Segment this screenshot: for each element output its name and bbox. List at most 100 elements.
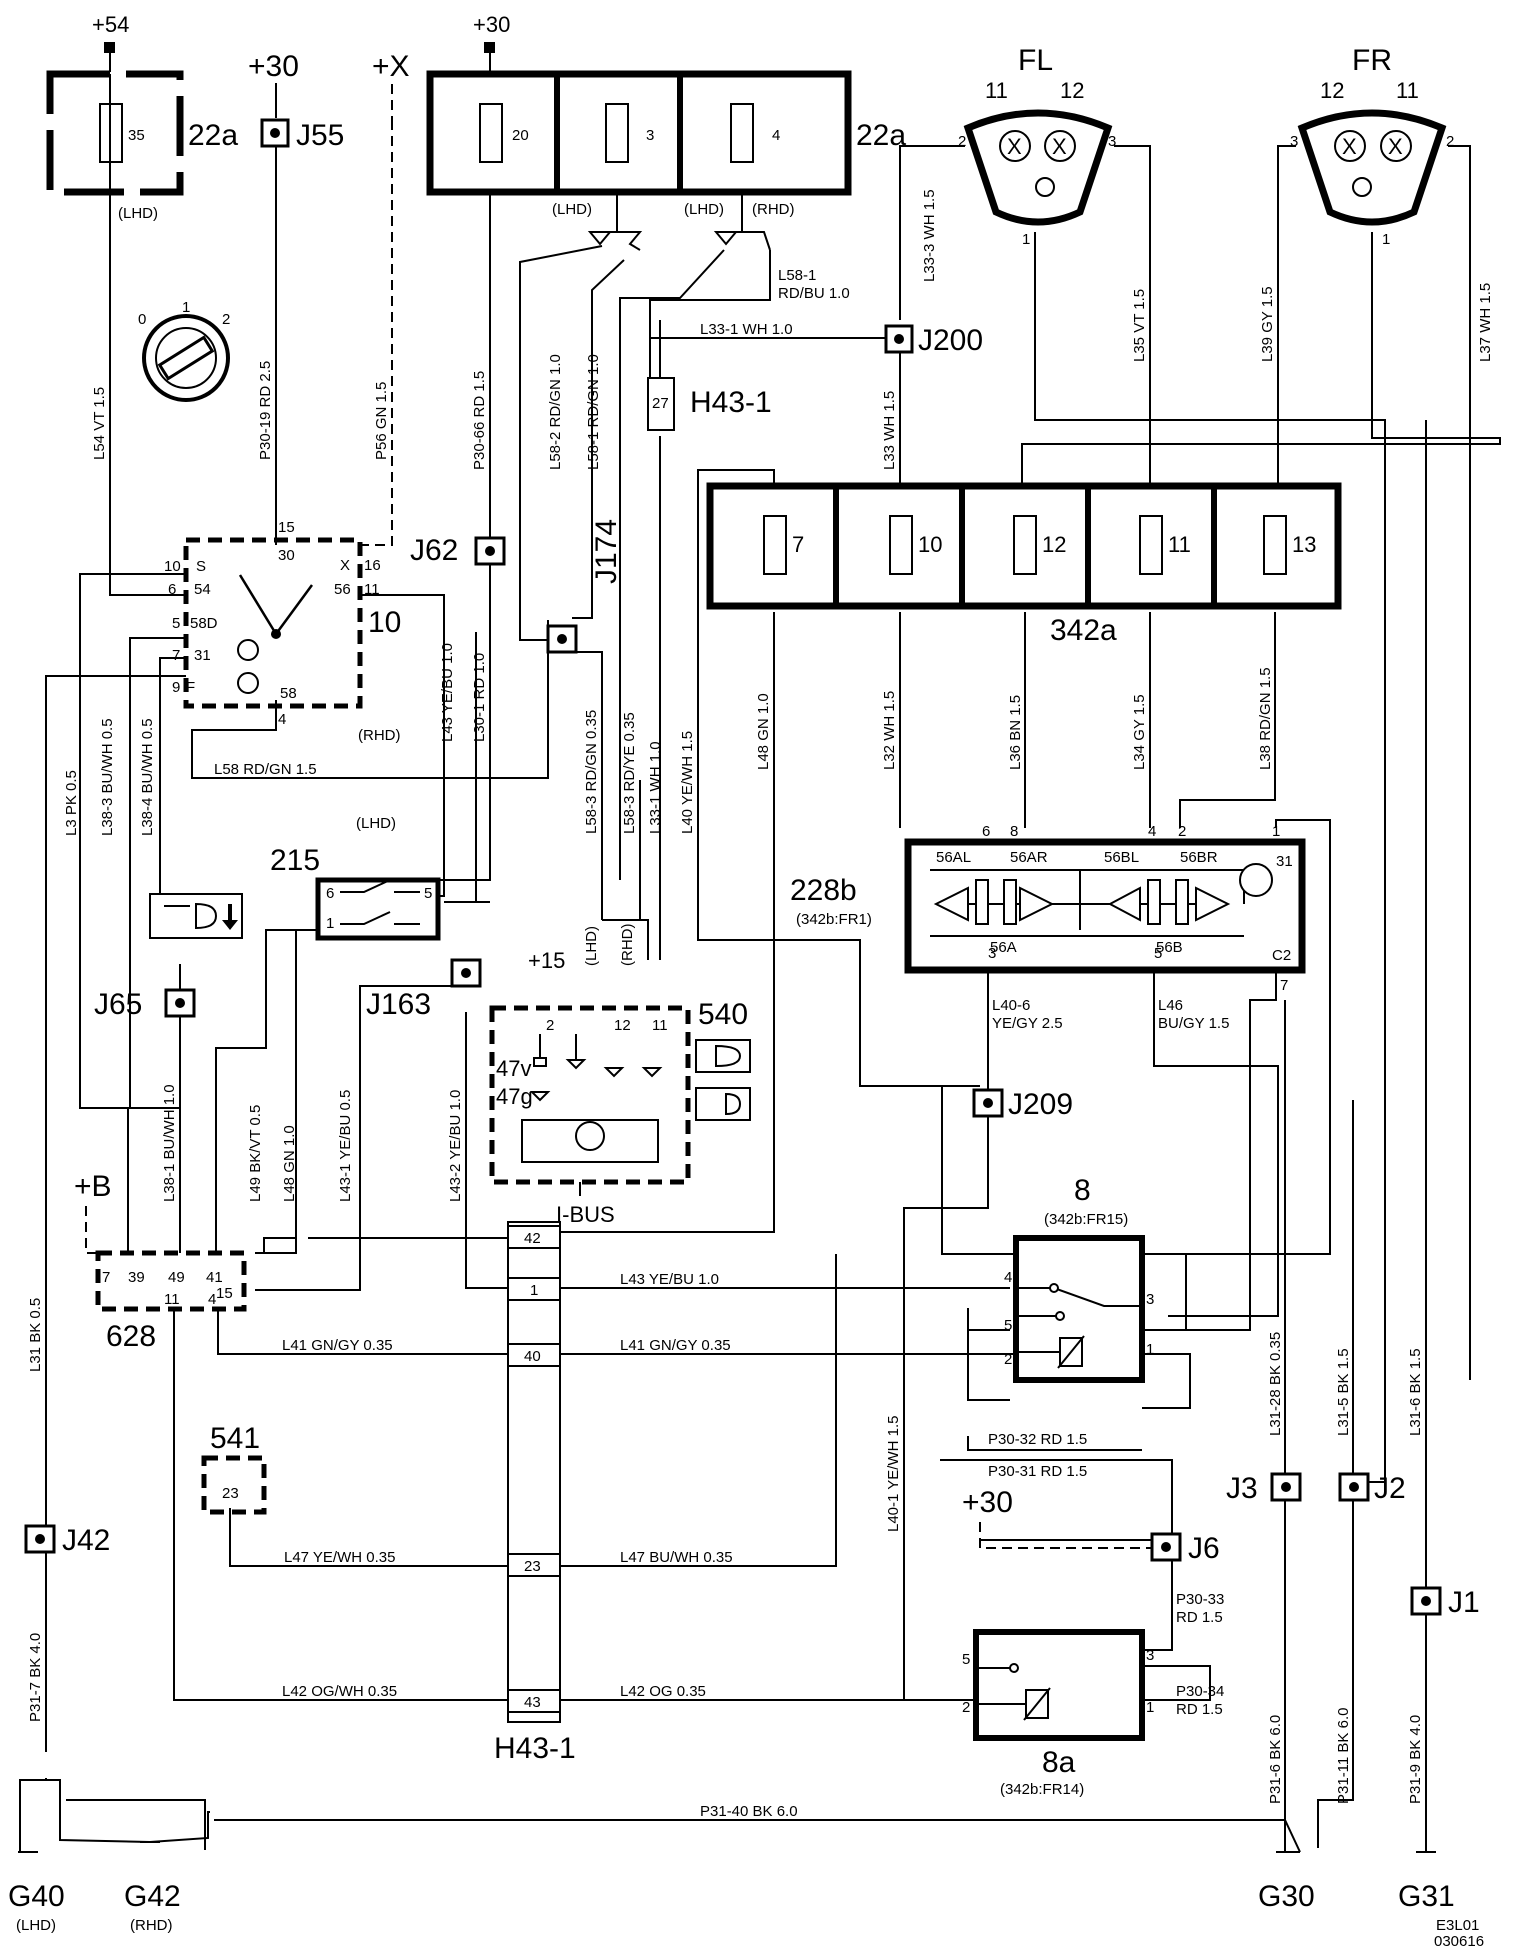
ground-g42-label: G42	[124, 1880, 181, 1913]
module228b-out-c2: C2	[1272, 947, 1291, 964]
relay-8a-ref: (342b:FR14)	[1000, 1781, 1084, 1798]
wire-l3: L3 PK 0.5	[63, 770, 80, 836]
wire-p31-40: P31-40 BK 6.0	[700, 1803, 798, 1820]
supply-30-relay-label: +30	[962, 1486, 1013, 1519]
module228b-pin-6: 6	[982, 823, 990, 840]
svg-text:X: X	[1052, 134, 1067, 159]
switch215-pin-6: 6	[326, 885, 334, 902]
junction-j174: J174	[546, 519, 623, 654]
fuse-12-number: 12	[1042, 532, 1066, 557]
knob-pos-0: 0	[138, 311, 146, 328]
headlamp-fl-pin-a: 11	[985, 78, 1008, 103]
h43-pin-42: 42	[524, 1230, 541, 1247]
wire-l31-28: L31-28 BK 0.35	[1267, 1332, 1284, 1436]
module628-pin-15: 15	[216, 1285, 233, 1302]
fuse-35-number: 35	[128, 127, 145, 144]
fuse-3-number: 3	[646, 127, 654, 144]
junction-j55-label: J55	[296, 119, 344, 152]
module540-pin-12: 12	[614, 1017, 631, 1034]
wire-p30-19: P30-19 RD 2.5	[257, 361, 274, 460]
module-228b: 228b (342b:FR1) 6 8 4 2 1 56AL 56AR 56BL…	[790, 823, 1306, 994]
fusebox-342a: 7 10 12 11 13 342a	[706, 482, 1342, 647]
headlamp-fl-term-3: 3	[1108, 133, 1116, 150]
headlamp-fl-term-2: 2	[958, 133, 966, 150]
wire-l37: L37 WH 1.5	[1477, 283, 1494, 362]
wire-l38-1: L38-1 BU/WH 1.0	[161, 1084, 178, 1202]
wire-l33-1-vert: L33-1 WH 1.0	[647, 741, 664, 834]
h43-pin-40: 40	[524, 1348, 541, 1365]
wire-l58-3-rdye: L58-3 RD/YE 0.35	[621, 712, 638, 834]
fuse-3	[605, 103, 629, 163]
module540-pin-11: 11	[652, 1017, 668, 1034]
fusebox-342a-label: 342a	[1050, 614, 1117, 647]
switch-215[interactable]: 215 6 5 1	[149, 844, 441, 941]
h43-top-label: H43-1	[690, 386, 772, 419]
wire-l36: L36 BN 1.5	[1007, 695, 1024, 770]
headlamp-fr: FR 12 11 X X 3 2 1	[1290, 44, 1454, 248]
switch10-pin-30: 30	[278, 547, 295, 564]
switch10-pin-7: 7	[172, 647, 180, 664]
module-228b-label: 228b	[790, 874, 857, 907]
headlamp-fr-term-1: 1	[1382, 231, 1390, 248]
switch-10-label: 10	[368, 606, 401, 639]
wire-l47-left: L47 YE/WH 0.35	[284, 1549, 395, 1566]
doc-id-line2: 030616	[1434, 1933, 1484, 1950]
module228b-term-56br: 56BR	[1180, 849, 1218, 866]
wire-l42-left: L42 OG/WH 0.35	[282, 1683, 397, 1700]
wire-l40: L40 YE/WH 1.5	[679, 731, 696, 834]
wire-l43-h: L43 YE/BU 1.0	[620, 1271, 719, 1288]
wire-l48-bottom: L48 GN 1.0	[281, 1125, 298, 1202]
wire-l33-1-h: L33-1 WH 1.0	[700, 321, 793, 338]
wire-l42-right: L42 OG 0.35	[620, 1683, 706, 1700]
light-switch-knob[interactable]: 0 1 2	[138, 299, 230, 402]
wire-p31-9: P31-9 BK 4.0	[1407, 1715, 1424, 1804]
rhd-540-note: (RHD)	[619, 924, 636, 967]
headlamp-fl-bulb-11	[999, 130, 1031, 162]
switch10-pin-10: 10	[164, 558, 181, 575]
wire-p30-34-a: P30-34	[1176, 1683, 1224, 1700]
supply-54: +54	[92, 12, 129, 72]
module540-pin-2: 2	[546, 1017, 554, 1034]
switch10-pin-9: 9	[172, 679, 180, 696]
fuse-4-rhd-note: (RHD)	[752, 201, 795, 218]
headlamp-fr-bulb-12	[1334, 130, 1366, 162]
wire-l31-5: L31-5 BK 1.5	[1335, 1348, 1352, 1436]
lhd-540-note: (LHD)	[583, 926, 600, 966]
headlamp-fr-name: FR	[1352, 44, 1392, 77]
fuse-10	[889, 515, 913, 575]
module-541-label: 541	[210, 1422, 260, 1455]
svg-text:X: X	[1007, 134, 1022, 159]
wire-l31: L31 BK 0.5	[27, 1298, 44, 1372]
junction-j1-label: J1	[1448, 1586, 1480, 1619]
wire-l40-6-a: L40-6	[992, 997, 1030, 1014]
fusebox-22a-left-label: 22a	[188, 119, 238, 152]
module228b-pin-1: 1	[1272, 823, 1280, 840]
wire-p31-7: P31-7 BK 4.0	[27, 1633, 44, 1722]
junction-j2-label: J2	[1374, 1472, 1406, 1505]
supply-x-label: +X	[372, 50, 410, 83]
wire-labels-horizontal: L58-1 RD/BU 1.0 L33-1 WH 1.0 L58 RD/GN 1…	[214, 267, 1229, 1820]
wire-l34: L34 GY 1.5	[1131, 694, 1148, 770]
wire-l41-left: L41 GN/GY 0.35	[282, 1337, 393, 1354]
relay8-pin-4: 4	[1004, 1269, 1012, 1286]
wire-l38-4: L38-4 BU/WH 0.5	[139, 718, 156, 836]
junction-j1: J1	[1410, 1586, 1480, 1619]
junction-j2: J2	[1338, 1472, 1406, 1505]
junction-j65-label: J65	[94, 988, 142, 1021]
module228b-out-56a: 56A	[990, 939, 1017, 956]
fuse-7	[763, 515, 787, 575]
supply-b-label: +B	[74, 1170, 112, 1203]
module628-pin-39: 39	[128, 1269, 145, 1286]
module228b-term-31: 31	[1276, 853, 1293, 870]
junction-j209: J209	[972, 1088, 1073, 1121]
switch215-pin-5: 5	[424, 885, 432, 902]
headlamp-fl-bulb-park	[1035, 177, 1055, 197]
wire-l33: L33 WH 1.5	[881, 391, 898, 470]
module-228b-ref: (342b:FR1)	[796, 911, 872, 928]
module-541: 541 23	[201, 1422, 267, 1515]
ground-g42-note: (RHD)	[130, 1917, 173, 1934]
h43-bottom-label: H43-1	[494, 1732, 576, 1765]
wire-p30-34-b: RD 1.5	[1176, 1701, 1223, 1718]
supply-30-relay: +30	[962, 1486, 1152, 1549]
headlamp-fr-term-3: 3	[1290, 133, 1298, 150]
